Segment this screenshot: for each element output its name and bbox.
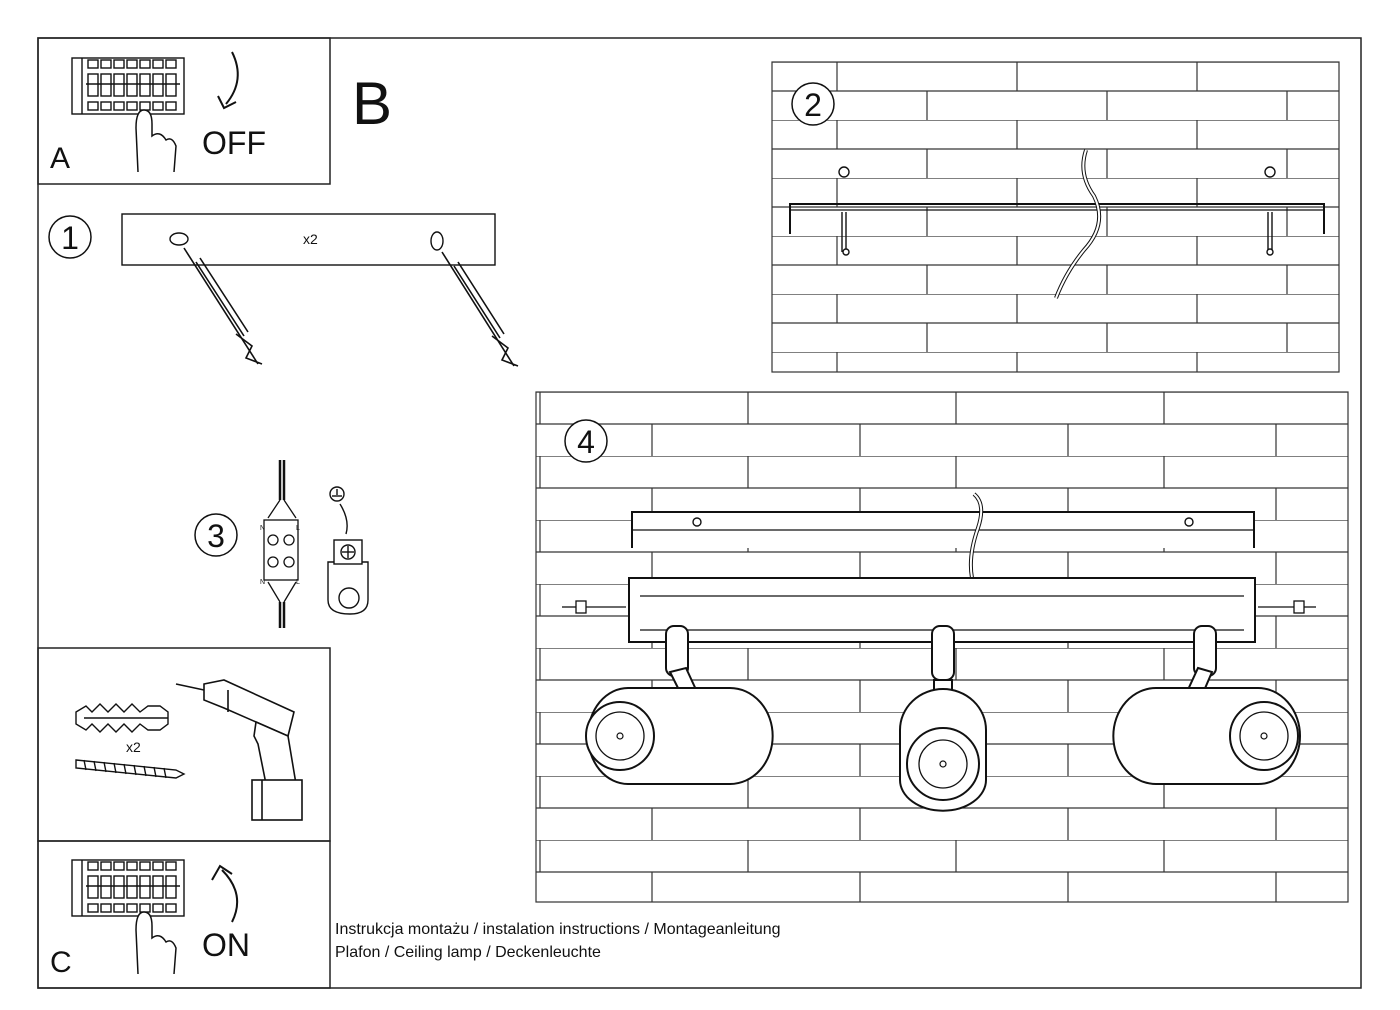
spotlight-left bbox=[585, 625, 774, 785]
panel-c-state: ON bbox=[202, 927, 250, 963]
screw-icon bbox=[75, 759, 186, 779]
panel-c: C ON bbox=[37, 840, 331, 989]
footer-line-instructions: Instrukcja montażu / instalation instruc… bbox=[335, 921, 781, 938]
arrow-down-icon bbox=[217, 51, 239, 110]
step-4-badge bbox=[564, 419, 608, 463]
step-2: 2 bbox=[771, 61, 1340, 373]
mounting-bracket bbox=[789, 203, 1325, 234]
hand-icon bbox=[135, 911, 177, 975]
step-2-number: 2 bbox=[804, 87, 822, 123]
step-4-number: 4 bbox=[577, 424, 595, 460]
step-3-number: 3 bbox=[207, 518, 225, 554]
screw-icon bbox=[1264, 166, 1276, 256]
brick-wall bbox=[771, 61, 1340, 373]
footer-caption: Instrukcja montażu / instalation instruc… bbox=[335, 918, 781, 964]
step-3-badge bbox=[194, 513, 238, 557]
mounting-hole-left bbox=[169, 232, 189, 246]
wall-plug-icon bbox=[75, 703, 169, 733]
ground-connector-icon bbox=[327, 486, 369, 615]
terminal-label-l: L bbox=[296, 525, 300, 532]
screw-icon bbox=[441, 251, 519, 367]
arrow-up-icon bbox=[211, 864, 239, 923]
panel-a: A OFF bbox=[37, 37, 331, 185]
tools-panel: x2 bbox=[37, 647, 331, 842]
screw-icon bbox=[1258, 600, 1316, 614]
step-1: 1 x2 bbox=[48, 213, 519, 367]
step-2-badge bbox=[791, 82, 835, 126]
tools-quantity: x2 bbox=[126, 739, 141, 755]
step-3: 3 N L N L bbox=[194, 460, 369, 628]
drill-icon bbox=[175, 679, 303, 821]
circuit-breaker-icon bbox=[71, 859, 185, 917]
spotlight-right bbox=[1112, 625, 1301, 785]
step-1-number: 1 bbox=[61, 220, 79, 256]
mounting-hole-right bbox=[430, 231, 444, 251]
step-4: 4 bbox=[535, 391, 1349, 903]
step-1-badge bbox=[48, 215, 92, 259]
hand-icon bbox=[135, 109, 177, 173]
circuit-breaker-icon bbox=[71, 57, 185, 115]
step-1-quantity: x2 bbox=[303, 231, 318, 247]
panel-c-letter: C bbox=[50, 946, 72, 979]
terminal-block-icon bbox=[263, 460, 299, 628]
spotlight-center bbox=[899, 625, 987, 812]
panel-b-letter: B bbox=[352, 70, 392, 137]
mounting-bracket bbox=[121, 213, 496, 266]
screw-icon bbox=[562, 600, 626, 614]
terminal-label-n: N bbox=[260, 525, 265, 532]
screw-icon bbox=[838, 166, 850, 256]
screw-icon bbox=[183, 247, 263, 365]
panel-a-letter: A bbox=[50, 142, 70, 175]
sheet-border bbox=[37, 37, 1362, 989]
panel-a-state: OFF bbox=[202, 125, 266, 161]
terminal-label-l: L bbox=[296, 579, 300, 586]
footer-line-product: Plafon / Ceiling lamp / Deckenleuchte bbox=[335, 944, 601, 961]
terminal-label-n: N bbox=[260, 579, 265, 586]
